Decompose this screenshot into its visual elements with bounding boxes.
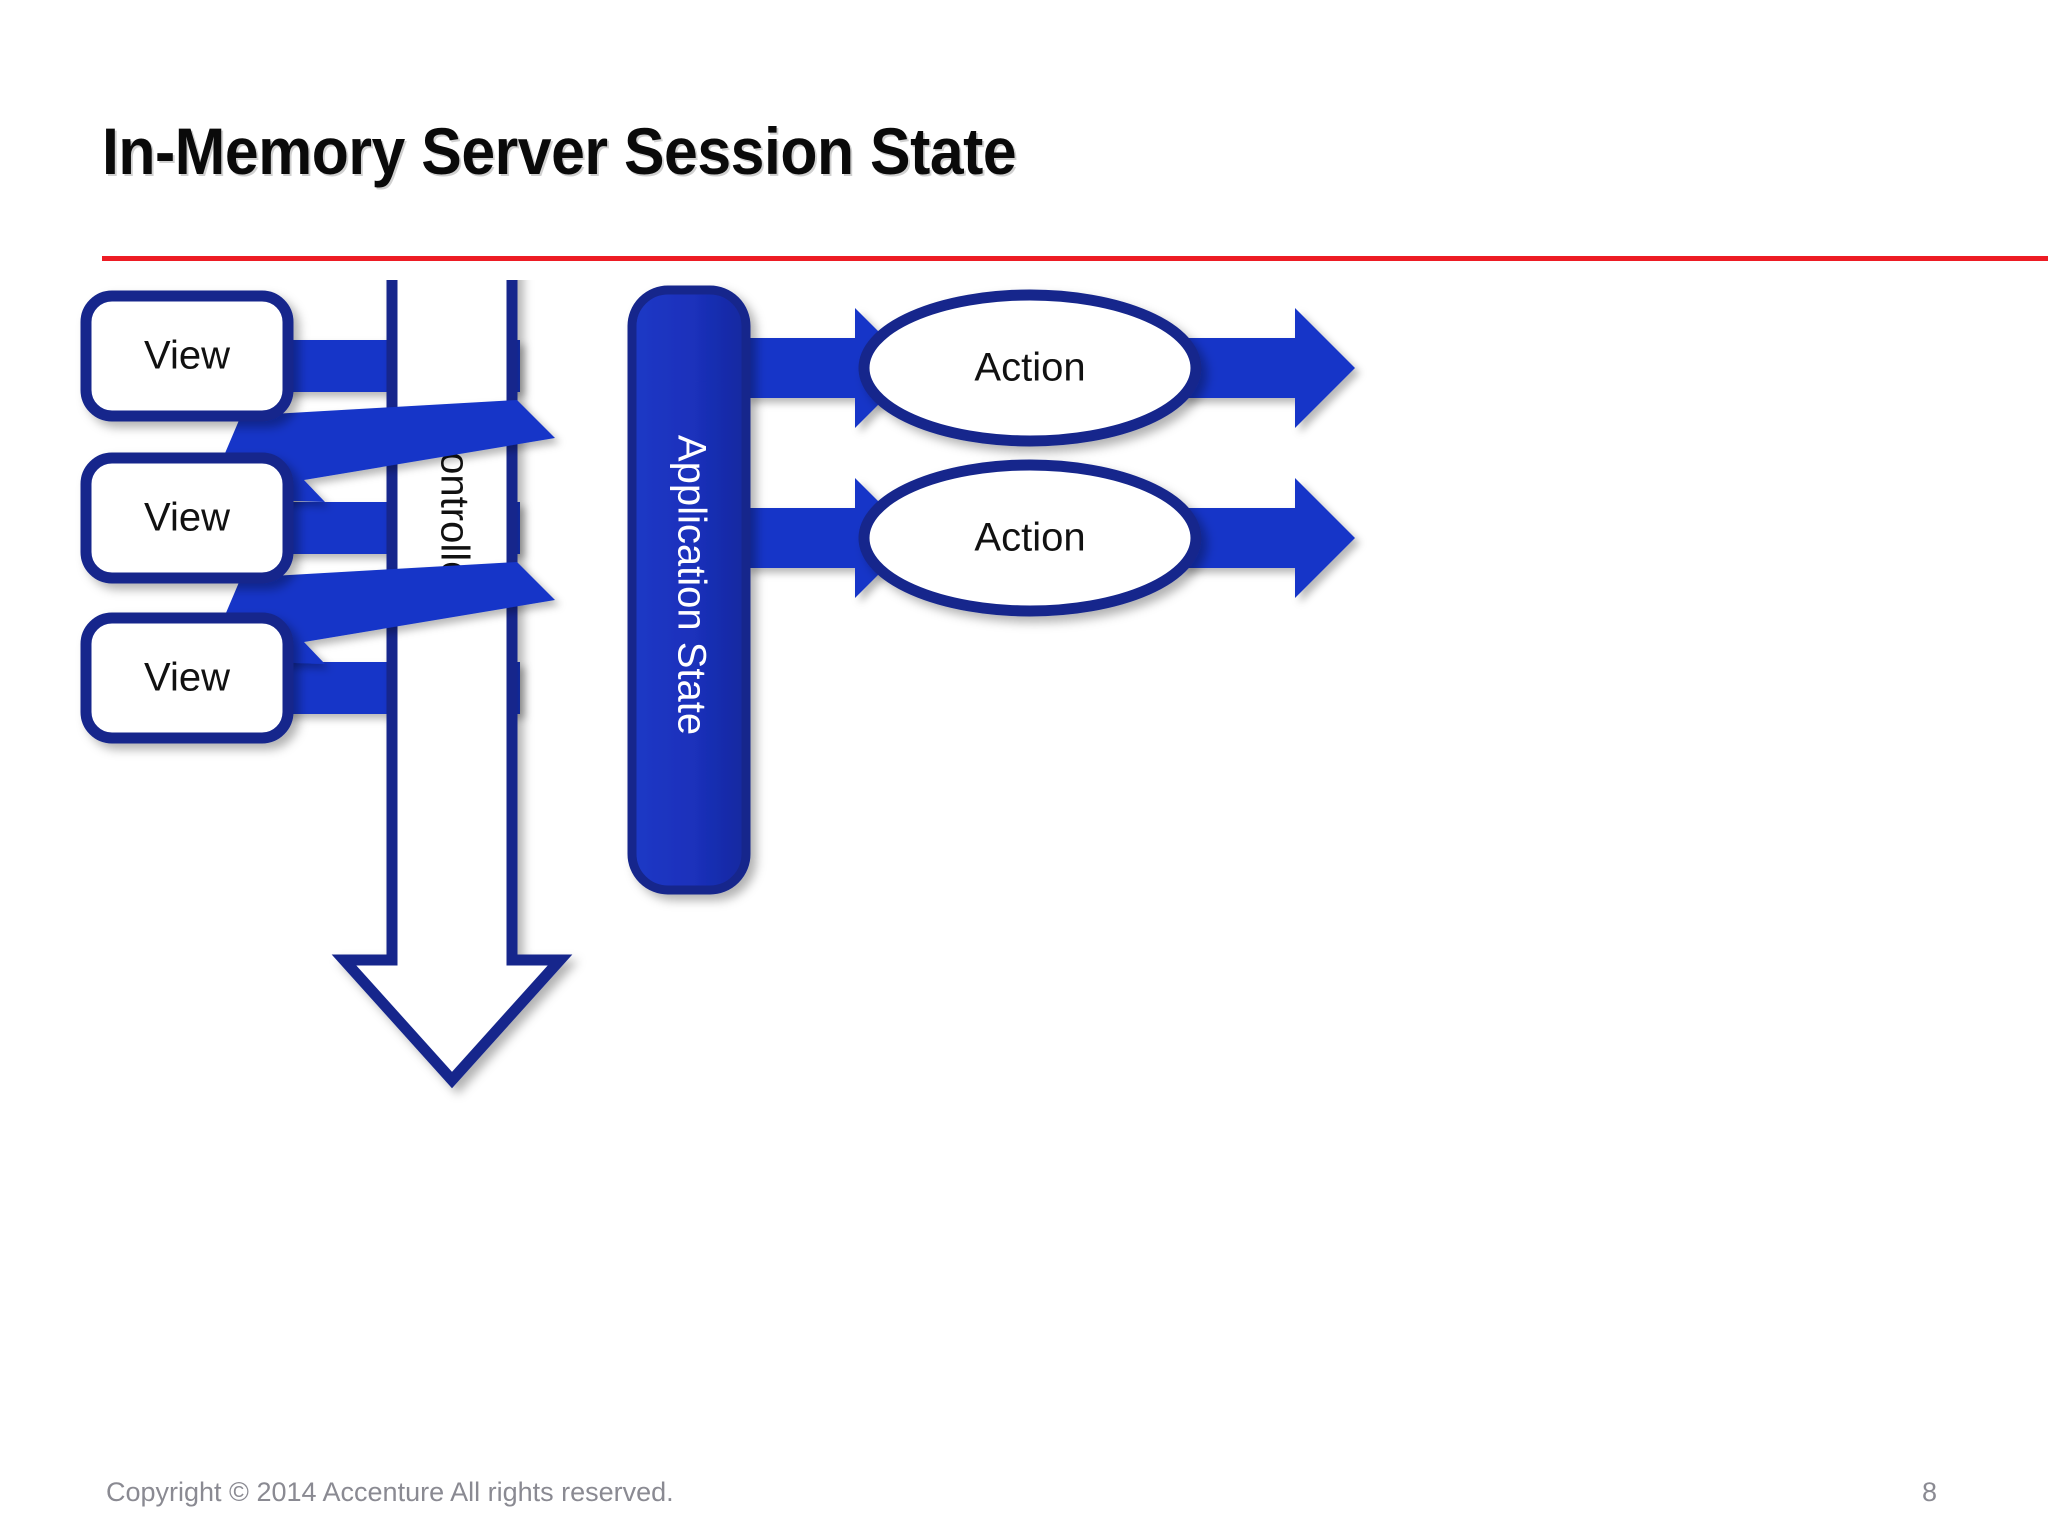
action-node-1 — [858, 289, 1202, 447]
page-number: 8 — [1922, 1477, 1938, 1507]
view-1-shape — [80, 290, 294, 422]
controller-to-view3-arrow — [206, 554, 555, 664]
view-3-label: View — [144, 656, 230, 700]
view-node-2 — [80, 452, 294, 584]
action1-output-arrow — [1180, 308, 1355, 428]
action-1-shape — [858, 289, 1202, 447]
action-node-2 — [858, 459, 1202, 617]
view-1-label: View — [144, 334, 230, 378]
application-state-node — [627, 285, 751, 895]
action-2-shape — [858, 459, 1202, 617]
action-2-label: Action — [974, 516, 1085, 560]
view-2-label: View — [144, 496, 230, 540]
view-3-shape — [80, 612, 294, 744]
application-state-label: Application State — [669, 435, 713, 735]
controller-to-view2-arrow — [206, 392, 555, 502]
view-node-3 — [80, 612, 294, 744]
action-1-label: Action — [974, 346, 1085, 390]
controller-to-view-arrows — [206, 392, 555, 664]
footer-copyright: Copyright © 2014 Accenture All rights re… — [106, 1477, 674, 1507]
view-node-1 — [80, 290, 294, 422]
controller-arrow-shape — [331, 280, 573, 1089]
application-state-shape — [627, 285, 751, 895]
page-title: In-Memory Server Session State — [102, 114, 1017, 188]
session-state-diagram: Controller Application State View View V… — [0, 280, 1500, 1120]
title-divider-rule — [102, 256, 2048, 261]
view-2-shape — [80, 452, 294, 584]
controller-node — [331, 280, 573, 1089]
action2-output-arrow — [1180, 478, 1355, 598]
action-output-arrows — [1180, 308, 1355, 598]
